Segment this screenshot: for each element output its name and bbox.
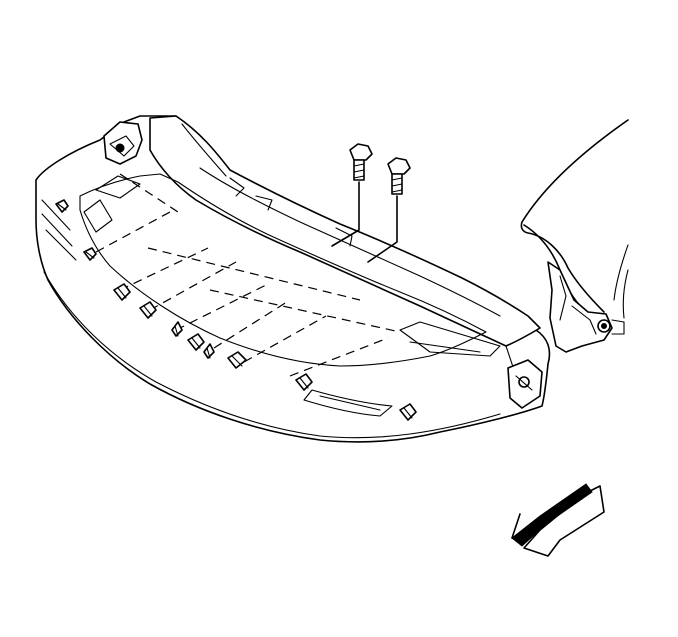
fascia-bolt-left [331, 143, 373, 247]
front-fascia [35, 115, 551, 443]
hood-panel [520, 119, 629, 319]
fascia-bolt-right [367, 157, 411, 263]
push-pin-fasteners [55, 199, 417, 421]
front-of-vehicle-arrow-icon [511, 483, 605, 557]
fender-bracket [547, 261, 625, 353]
